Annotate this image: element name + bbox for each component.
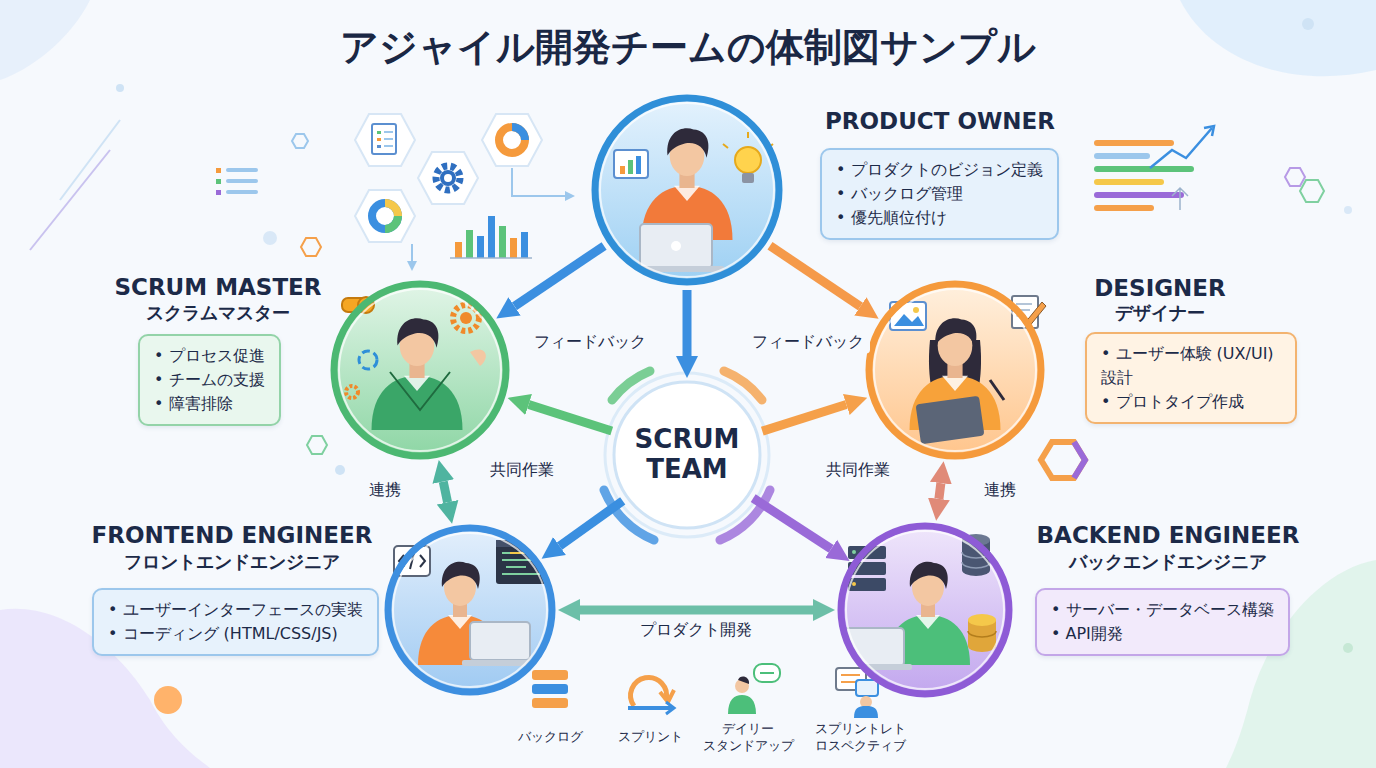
callout-item: • ユーザーインターフェースの実装 (108, 598, 363, 622)
role-subheading: フロントエンドエンジニア (124, 550, 340, 574)
team-ring (604, 371, 770, 540)
circle-ring (841, 526, 1009, 694)
backend-figure (836, 526, 1009, 694)
edge-label: 共同作業 (484, 459, 560, 482)
edge-label: フィードバック (746, 331, 870, 354)
callout-item: • プロダクトのビジョン定義 (836, 158, 1043, 182)
practice-label: スプリントレト ロスペクティブ (800, 720, 920, 754)
circle-outline (837, 522, 1013, 698)
callout-item: • API開発 (1051, 622, 1274, 646)
frontend-figure (388, 528, 552, 692)
edge-label: 連携 (978, 479, 1022, 502)
edge-label: プロダクト開発 (634, 619, 758, 642)
role-circle: PRODUCT OWNER (591, 94, 783, 286)
trend-chart (1094, 126, 1352, 214)
circle-ring (334, 284, 506, 456)
callout-box: • サーバー・データベース構築• API開発 (1035, 588, 1290, 656)
circle-outline (591, 94, 783, 286)
sprint-icon (628, 677, 674, 714)
circle-ring (614, 382, 760, 528)
flow-arrow (770, 246, 860, 307)
flow-arrow (515, 246, 605, 306)
callout-item: • チームの支援 (154, 368, 265, 392)
role-heading: BACKEND ENGINEER (1037, 522, 1300, 548)
practice-label: スプリント (590, 728, 710, 745)
backlog-icon (532, 670, 568, 708)
callout-item: • サーバー・データベース構築 (1051, 598, 1274, 622)
flow-arrow (762, 404, 846, 431)
callout-box: • プロダクトのビジョン定義• バックログ管理• 優先順位付け (820, 148, 1059, 240)
flow-arrow (560, 501, 623, 546)
practice-label: デイリー スタンドアップ (688, 720, 808, 754)
role-circle: SCRUM MASTERスクラムマスター (330, 280, 510, 460)
product-owner-figure (595, 98, 779, 282)
server-and-database (848, 534, 996, 652)
circle-ring (869, 284, 1041, 456)
icon-cluster (263, 114, 566, 262)
flow-arrow (939, 483, 941, 499)
role-heading: SCRUM MASTER (114, 274, 321, 300)
callout-box: • ユーザーインターフェースの実装• コーディング (HTML/CSS/JS) (92, 588, 379, 656)
role-circle: DESIGNERデザイナー (865, 280, 1045, 460)
circle-inner-ring (874, 289, 1036, 451)
diagram-title: アジャイル開発チームの体制図サンプル (0, 22, 1376, 73)
role-heading: FRONTEND ENGINEER (92, 522, 373, 548)
flow-arrow (529, 405, 612, 431)
practice-label: バックログ (490, 728, 610, 745)
callout-box: • プロセス促進• チームの支援• 障害排除 (138, 334, 281, 426)
role-subheading: デザイナー (1115, 301, 1205, 325)
edge-label: 連携 (363, 479, 407, 502)
callout-item: • 障害排除 (154, 392, 265, 416)
role-circle: BACKEND ENGINEERバックエンドエンジニア (837, 522, 1013, 698)
team-circle: SCRUM TEAM (612, 380, 762, 530)
callout-item: • バックログ管理 (836, 182, 1043, 206)
edge-label: 共同作業 (820, 459, 896, 482)
scrum-master-figure (334, 284, 506, 456)
flow-arrow (683, 290, 692, 356)
role-subheading: バックエンドエンジニア (1069, 550, 1267, 574)
role-subheading: スクラムマスター (146, 301, 290, 325)
callout-item: • プロセス促進 (154, 344, 265, 368)
circle-inner-ring (339, 289, 501, 451)
edge-label: フィードバック (528, 331, 652, 354)
callout-item: • コーディング (HTML/CSS/JS) (108, 622, 363, 646)
circle-outline (330, 280, 510, 460)
callout-item: • プロトタイプ作成 (1101, 390, 1281, 414)
role-heading: DESIGNER (1094, 275, 1225, 301)
flow-arrow (753, 498, 831, 549)
designer-figure (869, 284, 1041, 456)
circle-inner-ring (600, 103, 774, 277)
circle-ring (595, 98, 779, 282)
role-heading: PRODUCT OWNER (825, 108, 1055, 134)
circle-inner-ring (846, 531, 1004, 689)
standup-icon (728, 664, 780, 714)
circle-outline (384, 524, 556, 696)
callout-item: • 優先順位付け (836, 206, 1043, 230)
flow-arrow (443, 482, 447, 503)
team-label: SCRUM TEAM (632, 425, 742, 485)
flow-arrow (580, 606, 813, 615)
callout-box: • ユーザー体験 (UX/UI) 設計• プロトタイプ作成 (1085, 332, 1297, 424)
circle-inner-ring (393, 533, 547, 687)
circle-ring (388, 528, 552, 692)
callout-item: • ユーザー体験 (UX/UI) 設計 (1101, 342, 1281, 390)
list-icon (216, 168, 258, 195)
circle-outline (865, 280, 1045, 460)
role-circle: FRONTEND ENGINEERフロントエンドエンジニア (384, 524, 556, 696)
